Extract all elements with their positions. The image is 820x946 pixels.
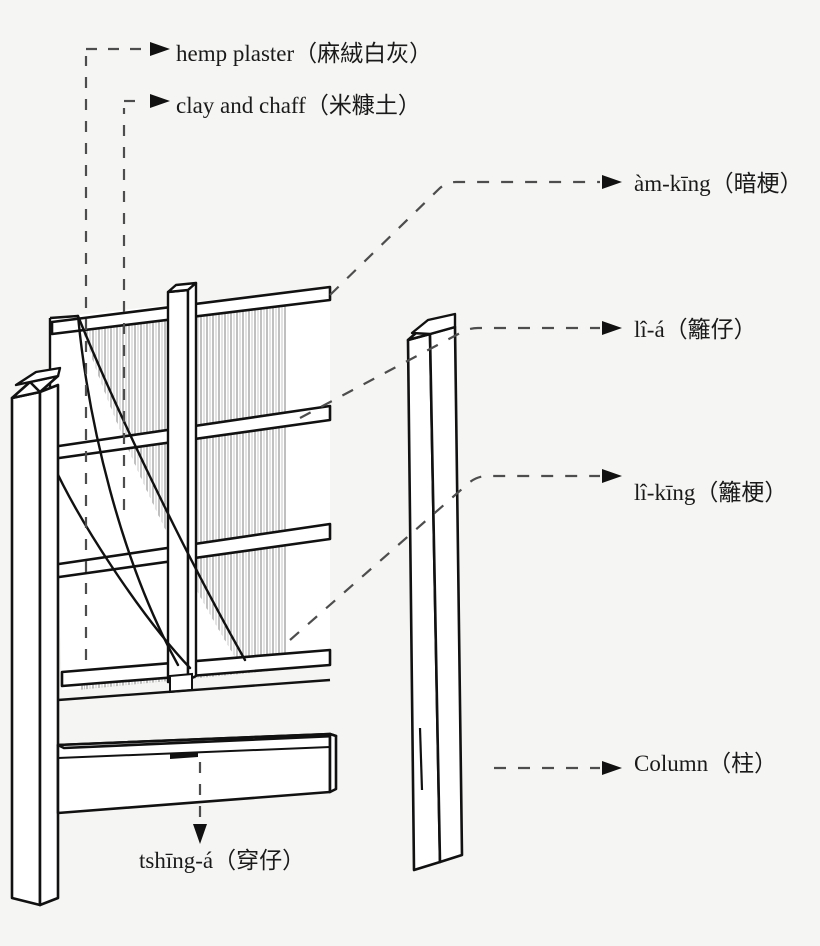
label-clay-and-chaff: clay and chaff（米糠土） — [176, 93, 421, 118]
right-column-split-mark — [418, 727, 424, 791]
label-li-king: lî-kīng（籬梗） — [634, 480, 788, 505]
sill-beam-joint-mark — [170, 752, 198, 759]
leader-clay-chaff — [122, 99, 146, 510]
left-column-side — [38, 383, 60, 907]
arrowhead-am-king — [602, 175, 622, 189]
label-li-a: lî-á（籬仔） — [634, 317, 757, 342]
label-column: Column（柱） — [634, 751, 778, 776]
leader-li-a — [299, 326, 600, 419]
right-column — [406, 318, 464, 872]
arrowhead-li-king — [602, 469, 622, 483]
plaster-cutaway-region — [50, 316, 238, 690]
arrowhead-tshing-a — [193, 824, 207, 844]
leader-hemp-plaster — [84, 47, 146, 660]
arrowhead-hemp-plaster — [150, 42, 170, 56]
arrowhead-clay-chaff — [150, 94, 170, 108]
sill-beam-end — [328, 732, 338, 794]
label-hemp-plaster: hemp plaster（麻絨白灰） — [176, 41, 433, 66]
plaster-cut-outlines — [50, 314, 247, 670]
leader-li-king — [289, 474, 600, 641]
left-column-front — [10, 390, 42, 907]
clay-chaff-cut-edge — [50, 460, 192, 670]
sill-beam — [56, 732, 338, 815]
leader-am-king — [329, 180, 600, 296]
lath-spine-post — [166, 281, 198, 684]
arrowhead-column — [602, 761, 622, 775]
left-column — [10, 374, 60, 907]
left-column-cap — [14, 366, 62, 387]
lath-exposure-edge — [76, 314, 247, 662]
label-am-king: àm-kīng（暗梗） — [634, 171, 803, 196]
mid-tie-line — [57, 678, 331, 702]
right-column-cap — [410, 312, 457, 336]
hemp-plaster-cut-edge — [76, 314, 180, 667]
arrowhead-li-a — [602, 321, 622, 335]
label-tshing-a: tshīng-á（穿仔） — [139, 848, 306, 873]
